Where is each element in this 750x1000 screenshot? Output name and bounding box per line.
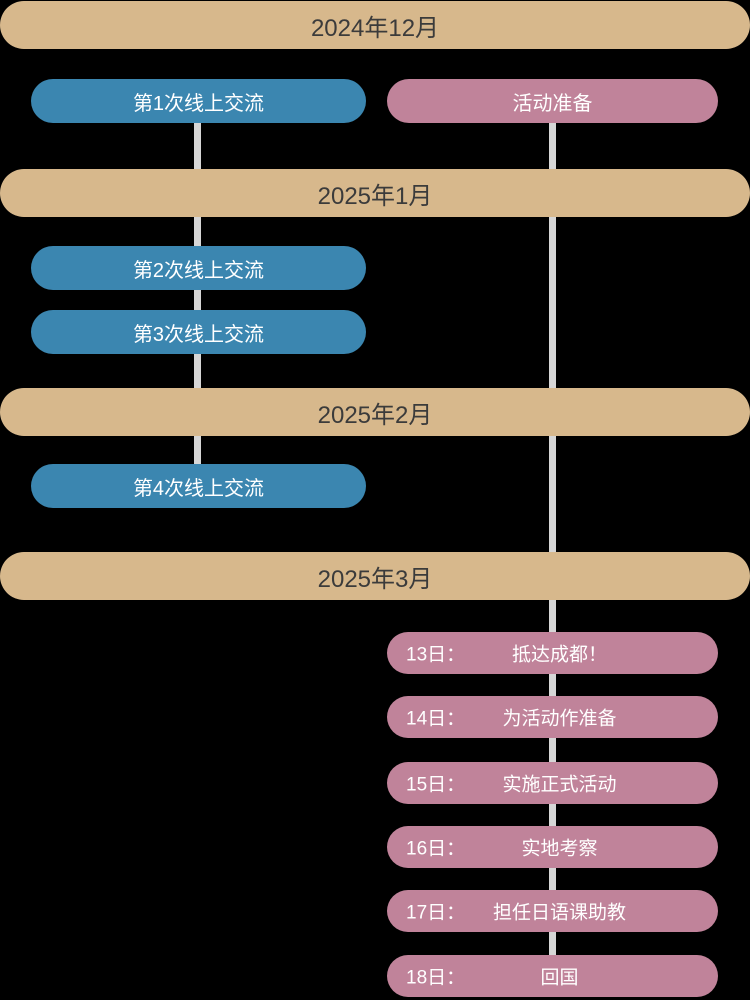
- online-session-label: 第2次线上交流: [132, 259, 265, 282]
- schedule-row-18: 18日： 回国: [387, 955, 718, 997]
- schedule-row-17: 17日： 担任日语课助教: [387, 890, 718, 932]
- online-session-4-pill: 第4次线上交流: [31, 464, 366, 508]
- schedule-row-13: 13日： 抵达成都！: [387, 632, 718, 674]
- schedule-day: 16日：: [406, 838, 466, 860]
- schedule-day: 18日：: [406, 967, 466, 989]
- schedule-event: 抵达成都！: [511, 644, 607, 666]
- schedule-day: 15日：: [406, 774, 466, 796]
- month-label: 2025年1月: [317, 182, 433, 210]
- month-label: 2024年12月: [310, 14, 440, 42]
- schedule-row-14: 14日： 为活动作准备: [387, 696, 718, 738]
- month-label: 2025年2月: [317, 401, 433, 429]
- month-bar-2025-01: 2025年1月: [0, 169, 750, 217]
- month-bar-2025-02: 2025年2月: [0, 388, 750, 436]
- online-session-label: 第1次线上交流: [132, 92, 265, 115]
- schedule-day: 13日：: [406, 644, 466, 666]
- schedule-day: 14日：: [406, 708, 466, 730]
- month-bar-2025-03: 2025年3月: [0, 552, 750, 600]
- activity-prep-label: 活动准备: [512, 92, 593, 115]
- left-connector-line: [194, 123, 201, 464]
- month-bar-2024-12: 2024年12月: [0, 1, 750, 49]
- online-session-1-pill: 第1次线上交流: [31, 79, 366, 123]
- online-session-label: 第3次线上交流: [132, 323, 265, 346]
- schedule-event: 回国: [540, 967, 579, 989]
- schedule-event: 为活动作准备: [502, 708, 617, 730]
- schedule-day: 17日：: [406, 902, 466, 924]
- schedule-row-16: 16日： 实地考察: [387, 826, 718, 868]
- online-session-label: 第4次线上交流: [132, 477, 265, 500]
- schedule-row-15: 15日： 实施正式活动: [387, 762, 718, 804]
- activity-prep-pill: 活动准备: [387, 79, 718, 123]
- month-label: 2025年3月: [317, 565, 433, 593]
- right-connector-line: [549, 123, 556, 955]
- online-session-2-pill: 第2次线上交流: [31, 246, 366, 290]
- online-session-3-pill: 第3次线上交流: [31, 310, 366, 354]
- schedule-event: 实地考察: [521, 838, 598, 860]
- schedule-event: 实施正式活动: [502, 774, 617, 796]
- schedule-event: 担任日语课助教: [492, 902, 626, 924]
